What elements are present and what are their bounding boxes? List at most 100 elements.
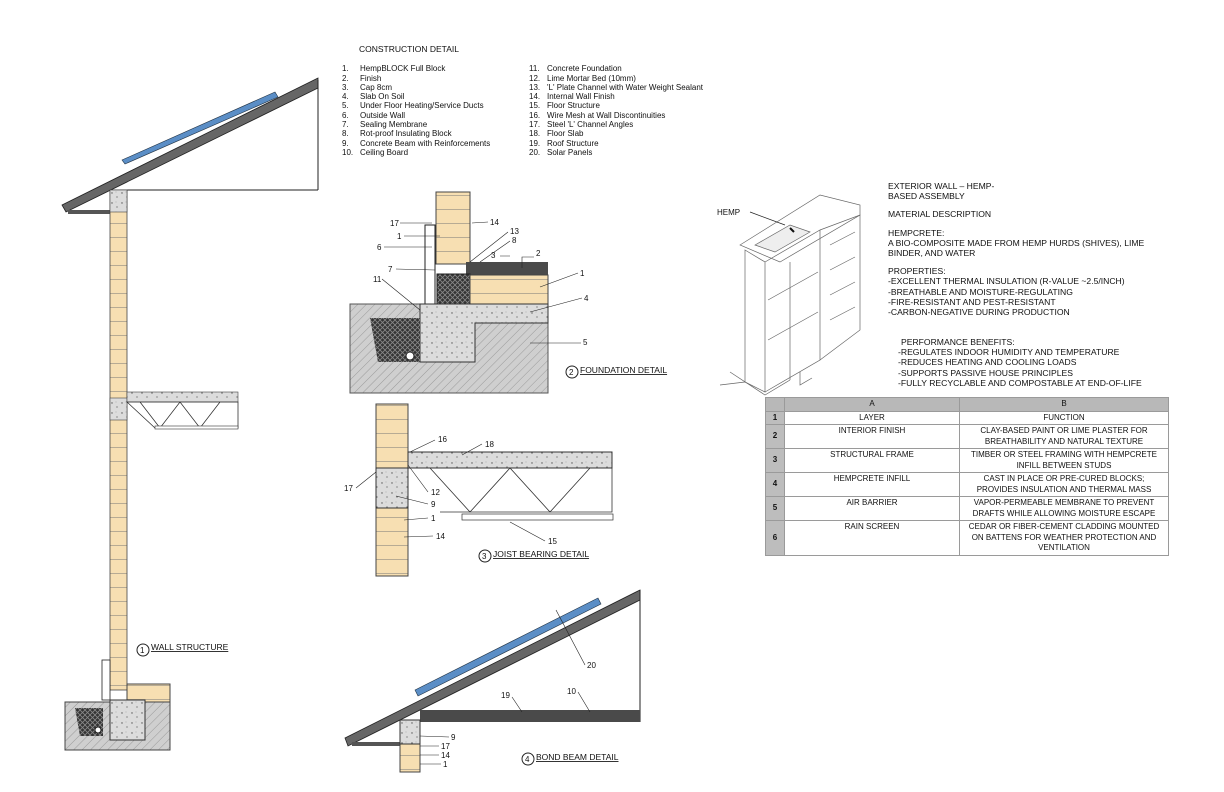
legend-title: CONSTRUCTION DETAIL [359, 44, 459, 54]
property-item: -EXCELLENT THERMAL INSULATION (R-VALUE ~… [888, 276, 1125, 287]
layer-cell: RAIN SCREEN [784, 520, 960, 556]
callout-number: 3 [491, 251, 496, 260]
legend-item: 8.Rot-proof Insulating Block [342, 129, 529, 138]
solar-panel-icon [121, 91, 279, 165]
legend-item: 13. 'L' Plate Channel with Water Weight S… [529, 83, 716, 92]
joist-callouts: 16 18 17 12 9 1 14 15 [344, 435, 557, 546]
legend-item-number: 20. [529, 147, 541, 157]
legend-item-number: 3. [342, 82, 349, 92]
detail-number: 1 [140, 646, 145, 655]
bond-beam-callouts: 20 19 10 9 17 14 1 [419, 609, 596, 769]
legend-item: 15.Floor Structure [529, 101, 716, 110]
benefit-item: -FULLY RECYCLABLE AND COMPOSTABLE AT END… [898, 377, 1142, 388]
legend-item: 20.Solar Panels [529, 148, 716, 157]
benefit-item: -REGULATES INDOOR HUMIDITY AND TEMPERATU… [898, 347, 1120, 358]
legend-item-text: Ceiling Board [360, 147, 409, 157]
callout-number: 17 [441, 742, 450, 751]
legend-item-number: 10. [342, 147, 354, 157]
legend-item: 5.Under Floor Heating/Service Ducts [342, 101, 529, 110]
benefits-heading: PERFORMANCE BENEFITS: [901, 337, 1015, 347]
detail-number: 2 [569, 368, 574, 377]
function-cell: VAPOR-PERMEABLE MEMBRANE TO PREVENT DRAF… [959, 496, 1169, 521]
callout-number: 20 [587, 661, 596, 670]
foundation-detail-drawing: 17 1 6 7 11 14 13 8 3 2 1 4 5 2 FOUNDATI… [349, 191, 667, 394]
legend-item-number: 6. [342, 110, 349, 120]
legend-item-text: 'L' Plate Channel with Water Weight Seal… [547, 82, 704, 92]
legend-item-number: 13. [529, 82, 541, 92]
callout-number: 17 [390, 219, 399, 228]
callout-number: 5 [583, 338, 588, 347]
corner-cell [765, 397, 785, 412]
legend-item-text: Slab On Soil [360, 92, 405, 102]
row-number: 1 [765, 410, 785, 425]
legend-item-number: 4. [342, 92, 349, 102]
legend-item: 3. Cap 8cm [342, 83, 529, 92]
column-header: B [959, 397, 1169, 412]
legend-item-number: 1. [342, 64, 349, 74]
legend-item: 16.Wire Mesh at Wall Discontinuities [529, 111, 716, 120]
description-title: EXTERIOR WALL – HEMP-BASED ASSEMBLY [888, 181, 995, 202]
legend-item-text: Internal Wall Finish [547, 92, 615, 102]
callout-number: 13 [510, 227, 519, 236]
callout-number: 9 [431, 500, 436, 509]
legend-item-text: Cap 8cm [360, 82, 393, 92]
callout-number: 1 [443, 760, 448, 769]
function-cell: FUNCTION [959, 410, 1169, 425]
property-item: -FIRE-RESISTANT AND PEST-RESISTANT [888, 296, 1056, 307]
detail-title-bond-beam: BOND BEAM DETAIL [536, 752, 619, 762]
legend-item: 9.Concrete Beam with Reinforcements [342, 139, 529, 148]
row-number: 5 [765, 496, 785, 521]
property-item: -CARBON-NEGATIVE DURING PRODUCTION [888, 307, 1070, 318]
callout-number: 16 [438, 435, 447, 444]
legend-item: 6. Outside Wall [342, 111, 529, 120]
legend-item: 19.Roof Structure [529, 139, 716, 148]
layer-cell: STRUCTURAL FRAME [784, 448, 960, 473]
callout-number: 7 [388, 265, 393, 274]
property-item: -BREATHABLE AND MOISTURE-REGULATING [888, 286, 1073, 297]
layer-cell: AIR BARRIER [784, 496, 960, 521]
callout-number: 15 [548, 537, 557, 546]
callout-number: 4 [584, 294, 589, 303]
material-description: EXTERIOR WALL – HEMP-BASED ASSEMBLY MATE… [888, 181, 1178, 317]
callout-number: 9 [451, 733, 456, 742]
detail-number: 4 [525, 755, 530, 764]
layer-cell: LAYER [784, 410, 960, 425]
legend-item: 12.Lime Mortar Bed (10mm) [529, 74, 716, 83]
benefit-item: -REDUCES HEATING AND COOLING LOADS [898, 357, 1077, 368]
legend-item-text: Sealing Membrane [360, 120, 428, 130]
properties-list: -EXCELLENT THERMAL INSULATION (R-VALUE ~… [888, 276, 1178, 317]
joist-bearing-detail-drawing: 16 18 17 12 9 1 14 15 3 JOIST BEARING DE… [344, 403, 614, 577]
legend-item-text: HempBLOCK Full Block [360, 64, 446, 74]
construction-legend: CONSTRUCTION DETAIL 1. HempBLOCK Full Blo… [342, 44, 716, 157]
legend-item: 11.Concrete Foundation [529, 64, 716, 73]
legend-item-text: Rot-proof Insulating Block [360, 129, 452, 139]
hemp-label: HEMP [717, 208, 740, 217]
legend-item-number: 16. [529, 110, 541, 120]
legend-item-text: Outside Wall [360, 110, 406, 120]
legend-item: 14.Internal Wall Finish [529, 92, 716, 101]
legend-item: 1. HempBLOCK Full Block [342, 64, 529, 73]
hempcrete-text: A BIO-COMPOSITE MADE FROM HEMP HURDS (SH… [888, 237, 1145, 259]
row-number: 3 [765, 448, 785, 473]
solar-panel-icon [414, 597, 602, 697]
callout-number: 8 [512, 236, 517, 245]
material-heading: MATERIAL DESCRIPTION [888, 209, 992, 220]
legend-item-number: 15. [529, 101, 541, 111]
legend-item-text: Steel 'L' Channel Angles [547, 120, 634, 130]
row-number: 4 [765, 472, 785, 497]
callout-number: 18 [485, 440, 494, 449]
legend-item-number: 17. [529, 120, 541, 130]
callout-number: 14 [436, 532, 445, 541]
legend-item-text: Under Floor Heating/Service Ducts [360, 101, 484, 111]
callout-number: 1 [431, 514, 436, 523]
detail-title-wall-structure: WALL STRUCTURE [151, 642, 229, 652]
detail-title-joist-bearing: JOIST BEARING DETAIL [493, 549, 589, 559]
